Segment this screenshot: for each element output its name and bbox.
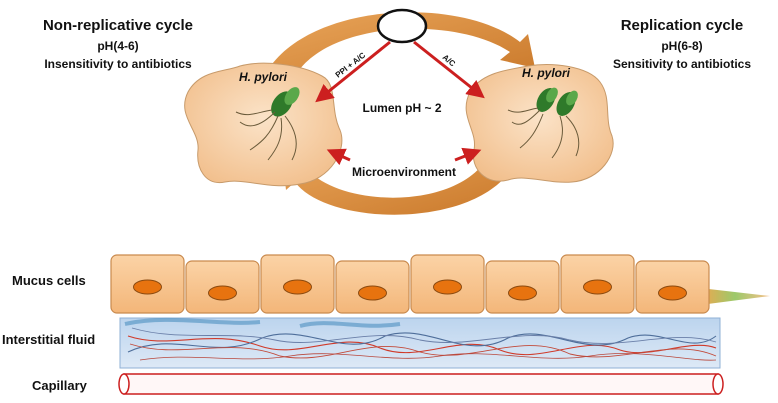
capillary-tube bbox=[118, 373, 724, 395]
right-ph-range: pH(6-8) bbox=[661, 39, 702, 53]
capillary-label: Capillary bbox=[32, 378, 88, 393]
lumen-capsule bbox=[376, 8, 428, 44]
cell-nucleus bbox=[133, 279, 162, 295]
left-bacterium-icon bbox=[235, 87, 300, 161]
right-hpylori-blob: H. pylori bbox=[465, 64, 614, 183]
cell-nucleus bbox=[583, 279, 612, 295]
red-arrow-to-right: A/C bbox=[413, 40, 485, 99]
mucus-layer-tail bbox=[700, 288, 770, 305]
cell-nucleus bbox=[358, 285, 387, 301]
cell-nucleus bbox=[508, 285, 537, 301]
left-ph-range: pH(4-6) bbox=[97, 39, 138, 53]
left-heading-group: Non-replicative cycle pH(4-6) Insensitiv… bbox=[43, 17, 193, 71]
interstitial-fluid-band bbox=[119, 317, 721, 369]
lumen-ph-label: Lumen pH ~ 2 bbox=[362, 101, 441, 115]
right-antibiotic-note: Sensitivity to antibiotics bbox=[613, 57, 751, 71]
right-heading-group: Replication cycle pH(6-8) Sensitivity to… bbox=[613, 17, 751, 71]
cell-nucleus bbox=[658, 285, 687, 301]
red-double-arrow bbox=[326, 147, 482, 166]
left-blob-label: H. pylori bbox=[239, 70, 288, 84]
red-arrow-to-left: PPI + A/C bbox=[315, 40, 391, 103]
cell-nucleus bbox=[433, 279, 462, 295]
left-cycle-title: Non-replicative cycle bbox=[43, 17, 193, 34]
cycle-arrow-bottom bbox=[282, 148, 520, 215]
right-cycle-title: Replication cycle bbox=[621, 17, 744, 34]
mucus-cell-layer bbox=[110, 254, 710, 314]
cycle-arrow-top bbox=[265, 12, 535, 83]
cell-nucleus bbox=[208, 285, 237, 301]
right-bacterium-icon bbox=[507, 87, 580, 159]
mucus-cells-label: Mucus cells bbox=[12, 273, 86, 288]
left-hpylori-blob: H. pylori bbox=[184, 62, 343, 187]
right-blob-label: H. pylori bbox=[522, 66, 571, 80]
interstitial-fluid-label: Interstitial fluid bbox=[2, 332, 95, 347]
left-antibiotic-note: Insensitivity to antibiotics bbox=[44, 57, 192, 71]
cell-nucleus bbox=[283, 279, 312, 295]
microenvironment-label: Microenvironment bbox=[352, 165, 456, 179]
